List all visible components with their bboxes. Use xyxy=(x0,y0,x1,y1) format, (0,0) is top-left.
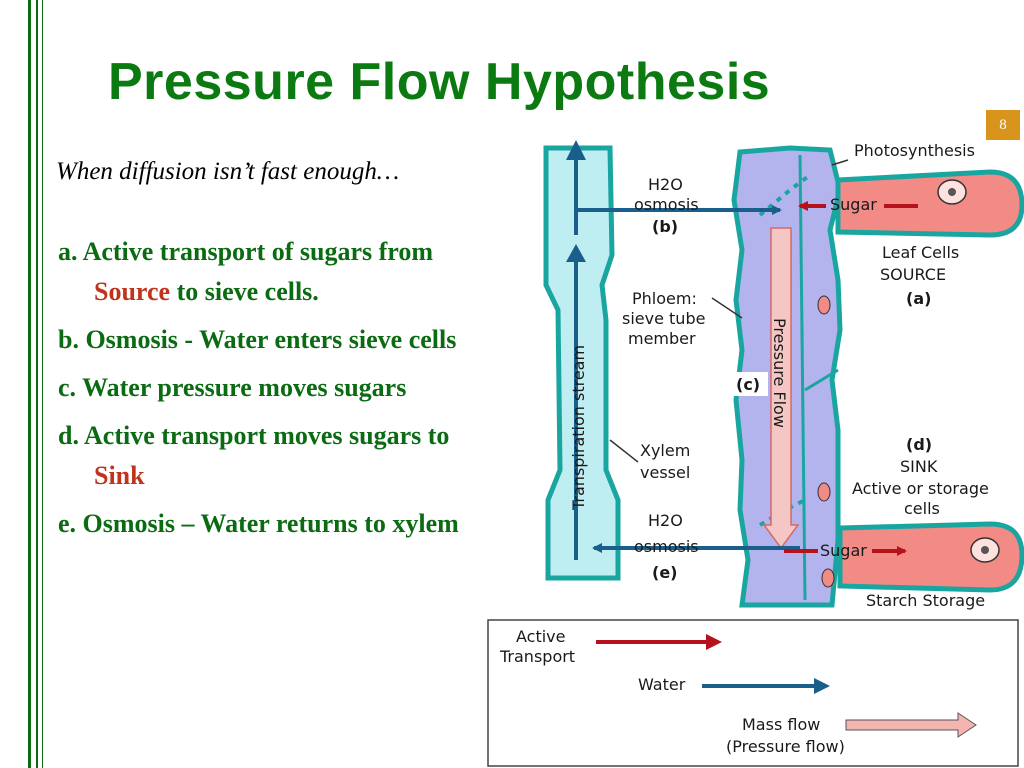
left-border-line xyxy=(28,0,31,768)
xylem-pointer-line xyxy=(609,439,639,463)
legend-active-label-1: Active xyxy=(516,627,566,646)
sink-label: SINK xyxy=(900,457,938,476)
sieve-plate xyxy=(758,498,806,527)
slide-subtitle: When diffusion isn’t fast enough… xyxy=(56,158,400,185)
sugar-bottom-label: Sugar xyxy=(820,541,867,560)
legend-box xyxy=(487,619,1019,767)
arrow-head-icon xyxy=(566,140,586,160)
legend-mass-flow-arrow-icon xyxy=(845,712,977,738)
legend-mass-label-1: Mass flow xyxy=(742,715,820,734)
xylem-label: Xylem xyxy=(640,441,690,460)
bullet-text: d. Active transport moves sugars to xyxy=(58,421,450,450)
cell-nucleolus xyxy=(981,546,989,554)
companion-cell-nucleus xyxy=(817,295,831,315)
legend-water-arrow-icon xyxy=(814,678,830,694)
vessel-label: vessel xyxy=(640,463,690,482)
left-border-line xyxy=(36,0,38,768)
label-c-box xyxy=(734,372,768,396)
osmosis-top-label: osmosis xyxy=(634,195,699,214)
sugar-top-label: Sugar xyxy=(830,195,877,214)
bullet-text: a. Active transport of sugars from xyxy=(58,237,434,266)
leaf-cell-source xyxy=(835,169,1024,238)
bullet-text: c. Water pressure moves sugars xyxy=(58,373,407,402)
bullet-list: a. Active transport of sugars from Sourc… xyxy=(58,232,478,552)
legend-active-label-2: Transport xyxy=(499,647,575,666)
sink-highlight: Sink xyxy=(94,461,145,490)
xylem-vessel xyxy=(543,145,621,581)
source-highlight: Source xyxy=(94,277,171,306)
bullet-point-d: d. Active transport moves sugars to Sink xyxy=(58,416,478,496)
bullet-point-e: e. Osmosis – Water returns to xylem xyxy=(58,504,478,544)
sieve-wall xyxy=(804,368,839,392)
bullet-text: e. Osmosis – Water returns to xylem xyxy=(58,509,459,538)
arrow-head-icon xyxy=(566,244,586,262)
photosynthesis-label: Photosynthesis xyxy=(854,141,975,160)
h2o-top-label: H2O xyxy=(648,175,683,194)
slide-number-badge: 8 xyxy=(986,110,1020,140)
water-osmosis-arrow-top xyxy=(574,205,782,235)
cell-nucleolus xyxy=(948,188,956,196)
active-storage-label: Active or storage xyxy=(852,479,989,498)
label-c: (c) xyxy=(736,375,760,394)
phloem-label: Phloem: xyxy=(632,289,697,308)
pressure-flow-arrow xyxy=(762,227,800,550)
bullet-text: to sieve cells. xyxy=(170,277,319,306)
label-b: (b) xyxy=(652,217,678,236)
label-e: (e) xyxy=(652,563,677,582)
bullet-point-a: a. Active transport of sugars from Sourc… xyxy=(58,232,478,312)
legend-mass-label-2: (Pressure flow) xyxy=(726,737,845,756)
osmosis-bottom-label: osmosis xyxy=(634,537,699,556)
starch-storage-label: Starch Storage xyxy=(866,591,985,610)
slide-title: Pressure Flow Hypothesis xyxy=(108,53,771,111)
sieve-plate xyxy=(758,173,812,217)
source-label: SOURCE xyxy=(880,265,946,284)
leaf-cells-label: Leaf Cells xyxy=(882,243,959,262)
left-border-line xyxy=(42,0,43,768)
legend-active-arrow-icon xyxy=(706,634,722,650)
pressure-flow-label: Pressure Flow xyxy=(770,318,789,428)
transpiration-stream-label: Transpiration stream xyxy=(569,345,588,511)
bullet-point-b: b. Osmosis - Water enters sieve cells xyxy=(58,320,478,360)
label-d: (d) xyxy=(906,435,932,454)
sieve-wall xyxy=(798,154,807,601)
bullet-point-c: c. Water pressure moves sugars xyxy=(58,368,478,408)
companion-cell-nucleus xyxy=(821,568,835,588)
member-label: member xyxy=(628,329,696,348)
companion-cell-nucleus xyxy=(817,482,831,502)
photosynthesis-pointer-line xyxy=(831,159,849,166)
label-a: (a) xyxy=(906,289,931,308)
bullet-text: b. Osmosis - Water enters sieve cells xyxy=(58,325,457,354)
legend-water-label: Water xyxy=(638,675,686,694)
cells-label: cells xyxy=(904,499,940,518)
phloem-pointer-line xyxy=(711,297,743,319)
h2o-bottom-label: H2O xyxy=(648,511,683,530)
sieve-tube-label: sieve tube xyxy=(622,309,705,328)
